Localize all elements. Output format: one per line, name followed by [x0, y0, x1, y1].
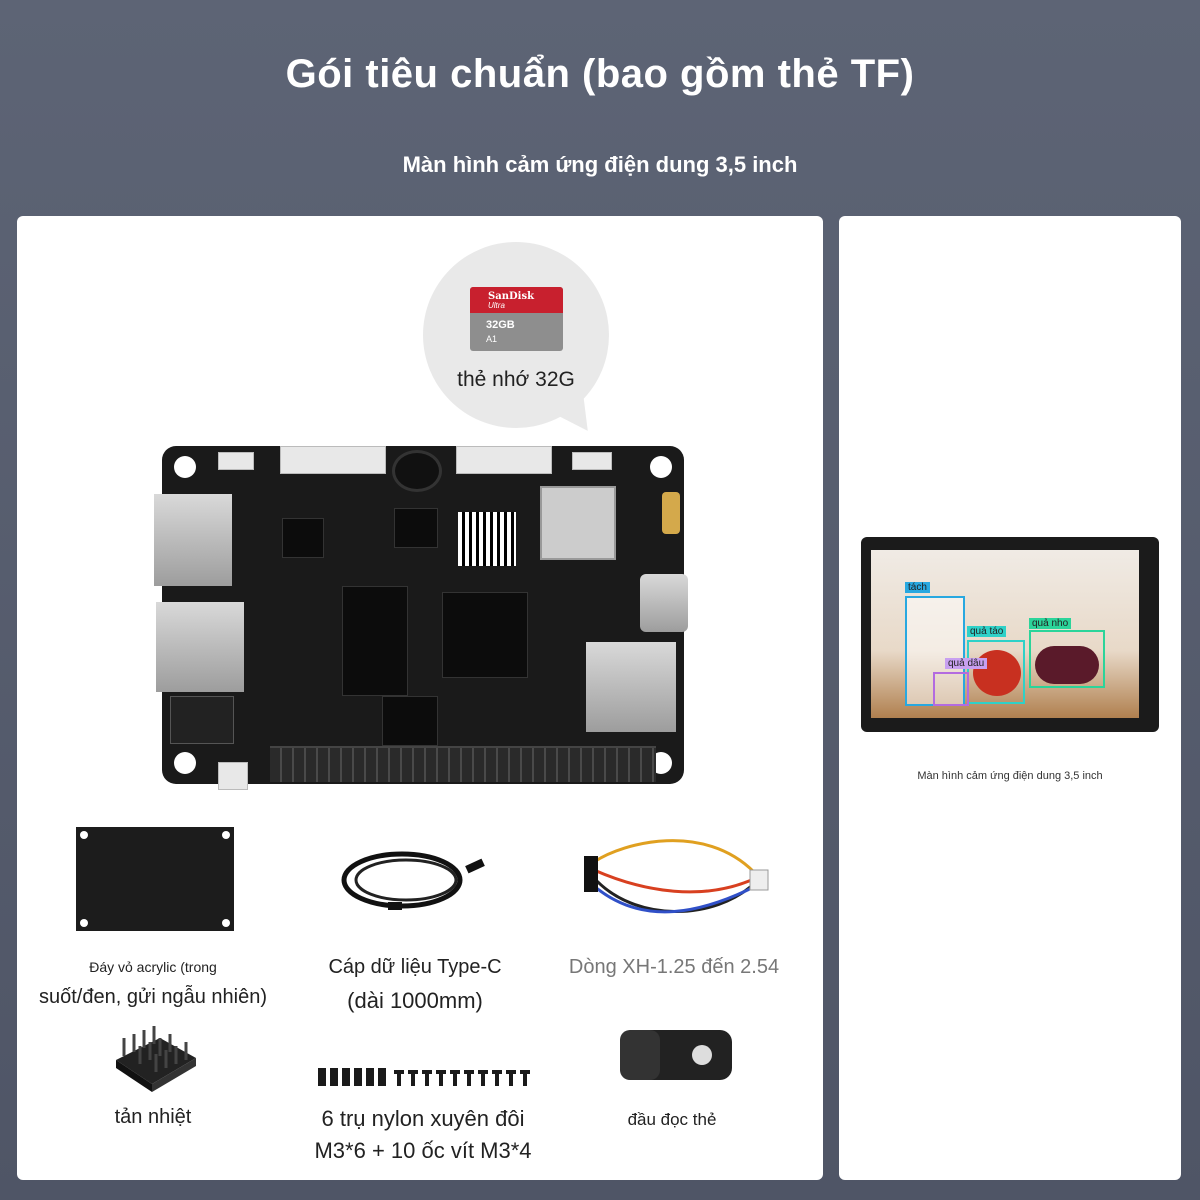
detection-label-apple: quả táo [967, 626, 1007, 637]
detection-box-strawberry [933, 672, 969, 706]
acrylic-base-image [76, 827, 234, 931]
gpio-header [270, 746, 656, 782]
memory-card-image: SanDisk Ultra 32GB A1 [470, 287, 563, 351]
detection-box-grapes [1029, 630, 1105, 688]
cam1-connector [280, 446, 386, 474]
acrylic-label-line2: suốt/đen, gửi ngẫu nhiên) [39, 986, 267, 1008]
camera-chip [394, 508, 438, 548]
grapes-fruit [1035, 646, 1099, 684]
k230-core-chip [442, 592, 528, 678]
boot0-button [572, 452, 612, 470]
usb-hub-chip [282, 518, 324, 558]
heatsink-label: tản nhiệt [114, 1106, 192, 1128]
dev-board-image [154, 446, 688, 790]
audio-jack [170, 696, 234, 744]
usb-a-port [156, 602, 244, 692]
type-c-cable-label-line1: Cáp dữ liệu Type-C [328, 956, 502, 978]
standoffs-label-line1: 6 trụ nylon xuyên đôi [321, 1106, 525, 1131]
memory-card-capacity: 32GB [486, 319, 515, 331]
key-button [218, 452, 254, 470]
lpddr4-chip [342, 586, 408, 696]
standoffs-screws-image [318, 1068, 530, 1086]
acrylic-label-line1: Đáy vỏ acrylic (trong [89, 959, 217, 975]
qr-code [458, 512, 516, 566]
screen-caption: Màn hình cảm ứng điện dung 3,5 inch [917, 770, 1103, 782]
xh-cable-image [584, 839, 769, 914]
tf-card-slot [586, 642, 676, 732]
detection-label-grapes: quả nho [1029, 618, 1072, 629]
detection-label-strawberry: quả dâu [945, 658, 988, 669]
card-reader-label: đầu đọc thẻ [627, 1110, 717, 1129]
apple-fruit [973, 650, 1021, 696]
page-title: Gói tiêu chuẩn (bao gồm thẻ TF) [285, 52, 915, 96]
standoffs-label-line2: M3*6 + 10 ốc vít M3*4 [314, 1138, 532, 1163]
heatsink-image [116, 1026, 196, 1092]
hdmi-port [154, 494, 232, 586]
card-reader-image [620, 1030, 732, 1080]
memory-card-brand: SanDisk [488, 291, 535, 302]
memory-card-line: Ultra [488, 301, 505, 310]
type-c-cable-label-line2: (dài 1000mm) [347, 988, 483, 1013]
power-chip [382, 696, 438, 746]
touch-screen-image: tách quả táo quả nho quả dâu [861, 537, 1159, 732]
detection-box-cup [905, 596, 965, 706]
reset-button [218, 762, 248, 790]
page-subtitle: Màn hình cảm ứng điện dung 3,5 inch [402, 152, 798, 177]
memory-card-rating: A1 [486, 334, 498, 344]
xh-cable-label: Dòng XH-1.25 đến 2.54 [568, 956, 780, 978]
type-c-cable-image [341, 851, 485, 910]
type-c-port [640, 574, 688, 632]
camera-module [392, 450, 442, 492]
memory-card-label: thẻ nhớ 32G [457, 368, 575, 391]
antenna-connector [662, 492, 680, 534]
wifi-module [540, 486, 616, 560]
cam2-connector [456, 446, 552, 474]
detection-label-cup: tách [905, 582, 930, 593]
